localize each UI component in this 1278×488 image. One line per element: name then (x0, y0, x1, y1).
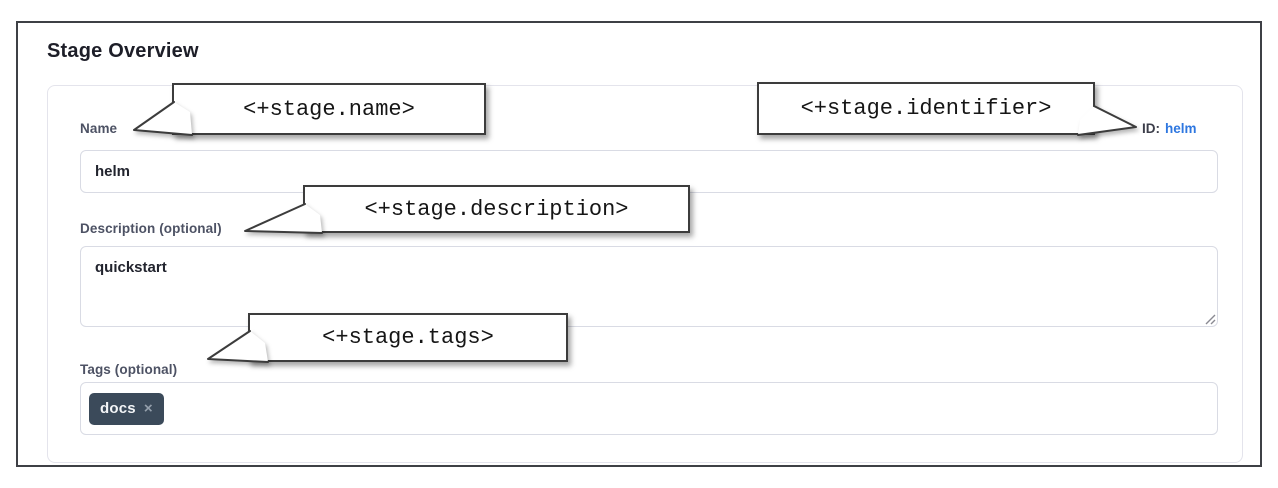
tag-chip-text: docs (100, 400, 136, 417)
page-title: Stage Overview (47, 40, 199, 62)
tag-remove-icon[interactable]: × (143, 400, 153, 417)
callout-stage-description: <+stage.description> (303, 185, 690, 233)
description-textarea[interactable]: quickstart (80, 246, 1218, 327)
callout-stage-identifier: <+stage.identifier> (757, 82, 1095, 135)
name-label: Name (80, 121, 118, 136)
id-label: ID: (1142, 121, 1160, 136)
id-value: helm (1165, 121, 1197, 136)
tags-label: Tags (optional) (80, 362, 178, 377)
callout-stage-name: <+stage.name> (172, 83, 486, 135)
callout-stage-tags: <+stage.tags> (248, 313, 568, 362)
description-label: Description (optional) (80, 221, 222, 236)
resize-handle-icon[interactable] (1204, 312, 1216, 325)
stage-id: ID: helm (1142, 121, 1197, 136)
tags-input[interactable]: docs × (80, 382, 1218, 435)
tag-chip: docs × (89, 392, 164, 425)
